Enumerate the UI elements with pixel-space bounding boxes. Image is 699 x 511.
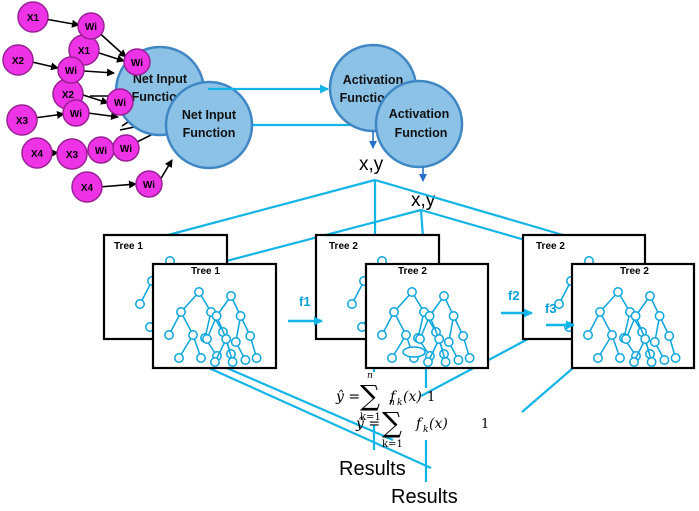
weight-label: Wi (114, 98, 126, 109)
input-node-x3a: X3 (6, 104, 38, 136)
flow-arrows (288, 308, 575, 330)
decision-tree-icon (583, 287, 681, 367)
formula-argument: (x) (429, 416, 448, 432)
formula-term: f (415, 416, 424, 432)
input-node-label: X4 (31, 149, 44, 160)
results-label-back: Results (339, 458, 406, 480)
input-node-x2a: X2 (2, 44, 34, 76)
formula-upper-limit: n (389, 398, 395, 408)
weight-label: Wi (143, 180, 155, 191)
formula-sum-symbol: ∑ (382, 406, 402, 439)
tree-panel: Tree 1 (151, 262, 278, 370)
weight-node: Wi (87, 136, 115, 164)
net-input-back-label-line2: Function (132, 90, 185, 104)
tree-title: Tree 2 (398, 266, 427, 277)
net-input-front-label-line2: Function (183, 126, 236, 140)
formula-back: ŷ = ∑ n k=1 f k (x) 1 (335, 371, 435, 423)
formula-term: f (389, 389, 398, 405)
input-nodes: X1 X1 X2 X2 X3 X3 X4 X4 (2, 1, 163, 203)
tree-title: Tree 1 (191, 266, 220, 277)
formula-lower-limit: k=1 (360, 412, 381, 423)
weight-node: Wi (77, 12, 105, 40)
activation-function-node-front: Activation Function (374, 79, 464, 169)
flow-label-f2: f2 (508, 288, 520, 303)
formula-yhat: ŷ = (335, 388, 360, 405)
tree-panel: Tree 2 (364, 262, 490, 370)
formula-suffix: 1 (481, 417, 489, 432)
tree-panel: Tree 2 (570, 262, 696, 370)
formula-yhat: ŷ = (355, 415, 380, 432)
flow-label-f1: f1 (299, 294, 311, 309)
weight-label: Wi (131, 58, 143, 69)
formula-upper-limit: n (367, 371, 373, 381)
formula-front: ŷ = ∑ n k=1 f k (x) 1 (355, 398, 489, 450)
net-input-back-label-line1: Net Input (133, 72, 188, 86)
results-label-front: Results (391, 486, 458, 506)
input-node-label: X4 (81, 183, 94, 194)
tree-panels: Tree 1 Tree 1 Tree 2 Tree 2 Tree 2 Tree 2 (102, 233, 696, 370)
activation-front-label-line1: Activation (389, 107, 449, 121)
activation-output-arrows (369, 131, 427, 182)
xy-output-back: x,y (359, 154, 384, 175)
weight-node: Wi (57, 56, 85, 84)
tree-title: Tree 2 (329, 241, 358, 252)
input-node-label: X1 (27, 13, 40, 24)
decision-tree-icon (377, 287, 475, 367)
leaf-ellipse (402, 346, 426, 358)
activation-front-circle (374, 79, 464, 169)
input-node-label: X3 (16, 116, 29, 127)
tree-title: Tree 2 (536, 241, 565, 252)
weight-node: Wi (106, 88, 134, 116)
input-node-x4a: X4 (21, 137, 53, 169)
weight-label: Wi (95, 146, 107, 157)
input-node-label: X2 (62, 90, 75, 101)
formula-suffix: 1 (427, 390, 435, 405)
net-input-function-node-front: Net Input Function (164, 80, 254, 170)
input-node-x1a: X1 (17, 1, 49, 33)
weight-label: Wi (120, 144, 132, 155)
weight-node: Wi (62, 99, 90, 127)
weight-node: Wi (112, 134, 140, 162)
formula-sum-symbol: ∑ (360, 379, 380, 412)
formula-lower-limit: k=1 (382, 439, 403, 450)
weight-label: Wi (85, 22, 97, 33)
input-node-label: X2 (12, 56, 25, 67)
net-input-front-label-line1: Net Input (182, 108, 237, 122)
activation-front-label-line2: Function (395, 126, 448, 140)
formula-argument: (x) (403, 389, 422, 405)
input-node-x3b: X3 (56, 138, 88, 170)
tree-title: Tree 1 (114, 241, 143, 252)
activation-back-label-line1: Activation (343, 73, 403, 87)
input-node-label: X3 (66, 150, 79, 161)
weight-node: Wi (123, 48, 151, 76)
weight-label: Wi (65, 66, 77, 77)
activation-back-label-line2: Function (340, 91, 393, 105)
formula-subscript: k (397, 398, 402, 408)
weight-label: Wi (70, 109, 82, 120)
input-node-label: X1 (78, 46, 91, 57)
input-node-x4b: X4 (71, 171, 103, 203)
weight-node: Wi (135, 170, 163, 198)
net-input-front-circle (164, 80, 254, 170)
tree-title: Tree 2 (620, 266, 649, 277)
decision-tree-icon (164, 287, 262, 367)
flow-label-f3: f3 (545, 301, 557, 316)
formula-subscript: k (423, 425, 428, 435)
